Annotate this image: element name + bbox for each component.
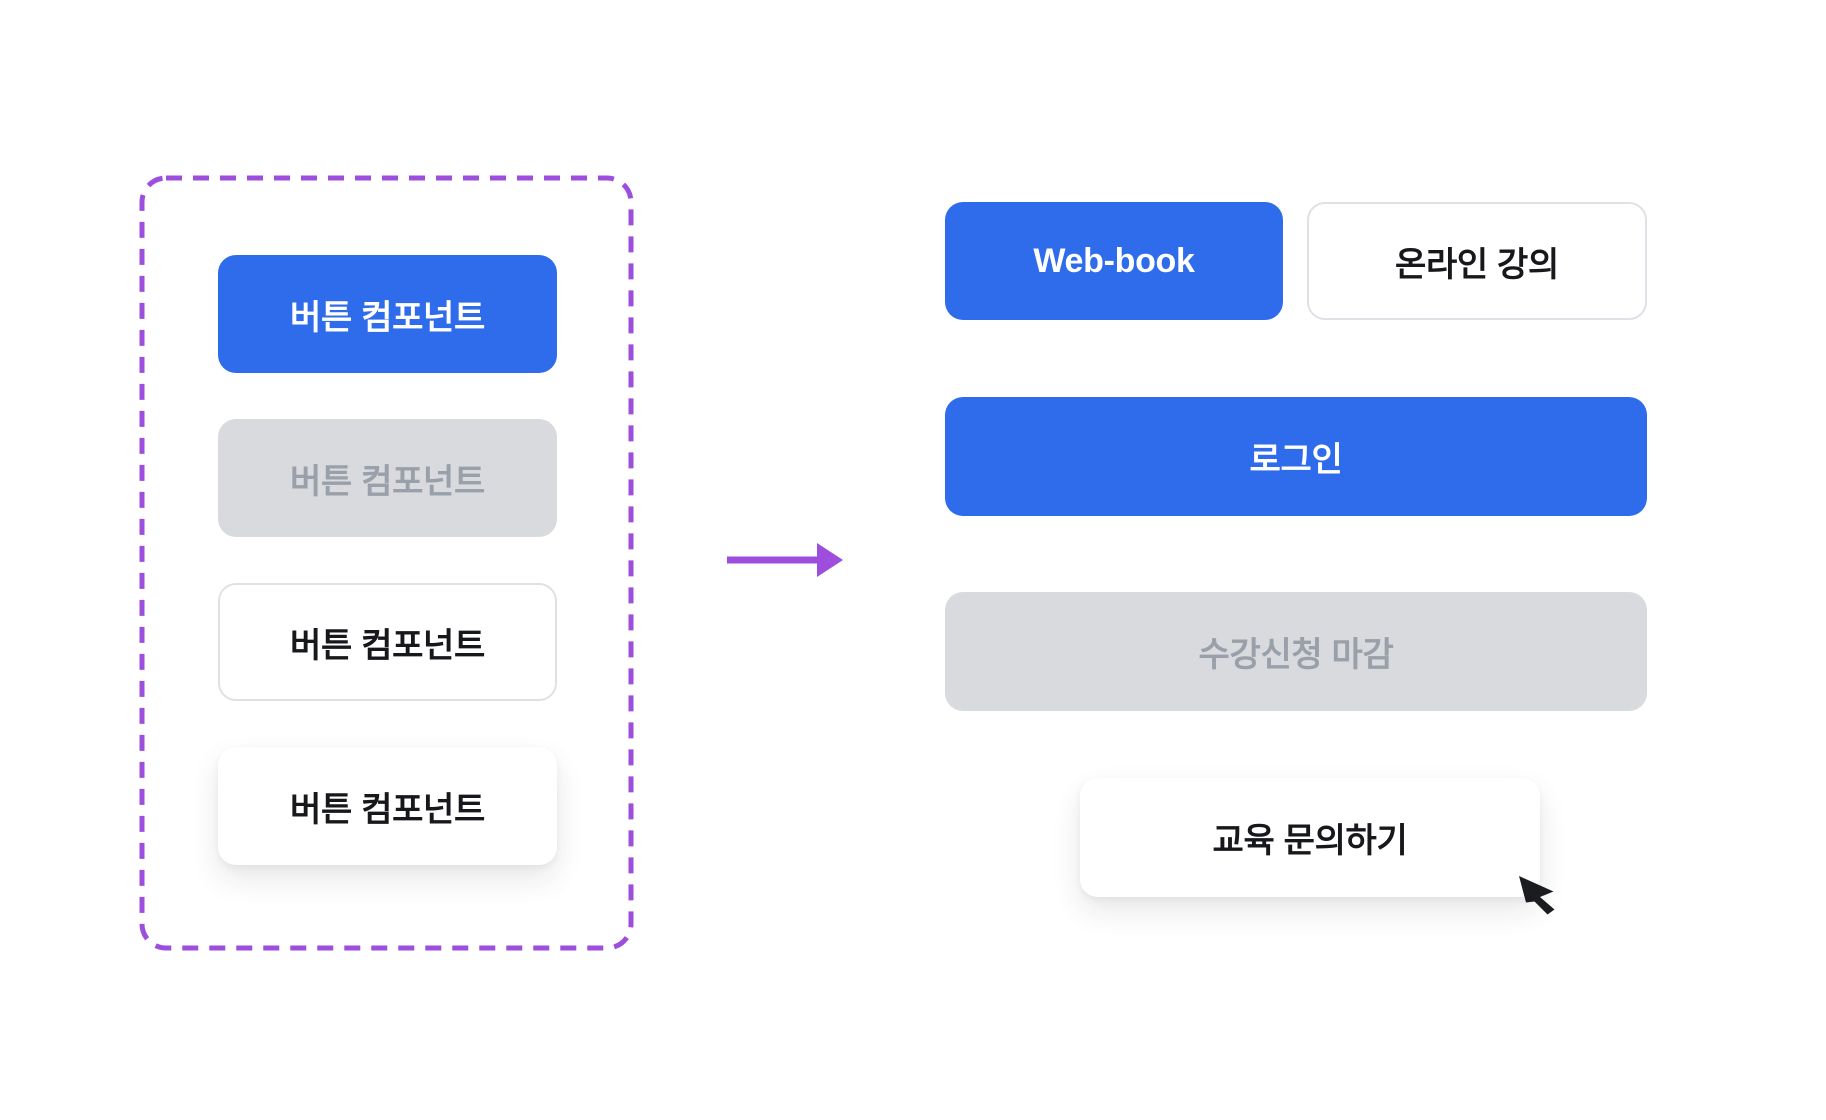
enrollment-closed-button-label: 수강신청 마감 [1198,636,1394,674]
enrollment-closed-button: 수강신청 마감 [945,592,1647,711]
cursor-icon [1519,876,1555,915]
button-component-outlined[interactable]: 버튼 컴포넌트 [218,583,557,701]
login-button-label: 로그인 [1249,441,1343,479]
button-component-primary[interactable]: 버튼 컴포넌트 [218,255,557,373]
component-group-outline [139,175,634,951]
button-component-elevated-label: 버튼 컴포넌트 [289,790,486,829]
online-course-button[interactable]: 온라인 강의 [1307,202,1647,320]
online-course-button-label: 온라인 강의 [1394,245,1560,284]
web-book-button[interactable]: Web-book [945,202,1283,320]
education-inquiry-button[interactable]: 교육 문의하기 [1080,778,1540,897]
button-component-primary-label: 버튼 컴포넌트 [289,298,486,337]
login-button[interactable]: 로그인 [945,397,1647,516]
arrow-right-icon [727,543,843,577]
button-component-outlined-label: 버튼 컴포넌트 [289,626,486,665]
button-component-disabled-label: 버튼 컴포넌트 [289,462,486,501]
education-inquiry-button-label: 교육 문의하기 [1212,822,1408,860]
button-component-elevated[interactable]: 버튼 컴포넌트 [218,747,557,865]
web-book-button-label: Web-book [1033,241,1195,280]
button-component-disabled: 버튼 컴포넌트 [218,419,557,537]
